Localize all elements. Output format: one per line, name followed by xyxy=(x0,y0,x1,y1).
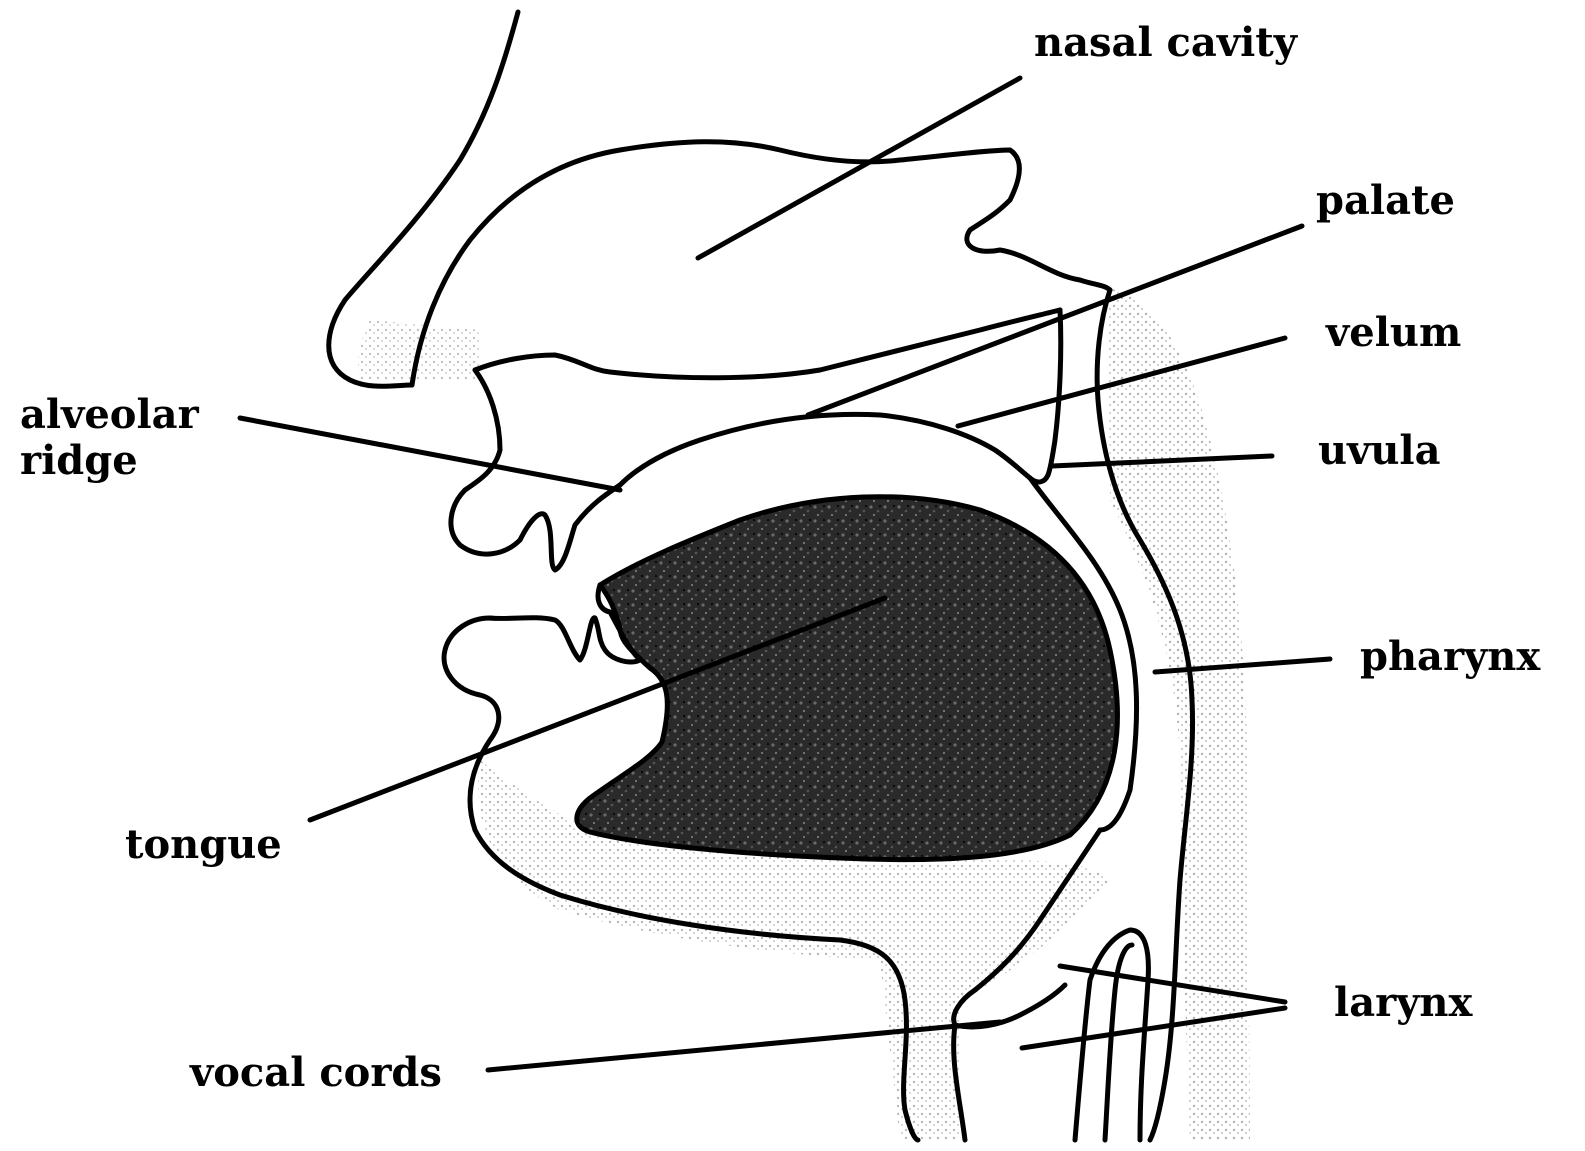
alveolar-ridge-leader xyxy=(240,418,620,490)
label-ridge: ridge xyxy=(20,437,138,484)
label-velum: velum xyxy=(1325,309,1461,356)
label-tongue: tongue xyxy=(125,821,282,868)
velum-outline xyxy=(1048,310,1061,475)
nasal-cavity-outline xyxy=(412,142,1110,385)
label-nasal-cavity: nasal cavity xyxy=(1034,19,1299,66)
palate-leader xyxy=(808,226,1302,415)
label-vocal-cords: vocal cords xyxy=(189,1049,442,1096)
throat-tissue-shading xyxy=(1108,288,1250,1140)
label-pharynx: pharynx xyxy=(1360,633,1541,680)
mouth-roof-outline xyxy=(620,414,1048,485)
label-larynx: larynx xyxy=(1334,979,1474,1026)
tongue-shape xyxy=(577,497,1118,860)
label-palate: palate xyxy=(1316,177,1455,224)
label-uvula: uvula xyxy=(1318,427,1441,474)
label-alveolar: alveolar xyxy=(20,391,200,438)
upper-lip-outline xyxy=(451,370,620,570)
palate-outline xyxy=(475,310,1060,378)
